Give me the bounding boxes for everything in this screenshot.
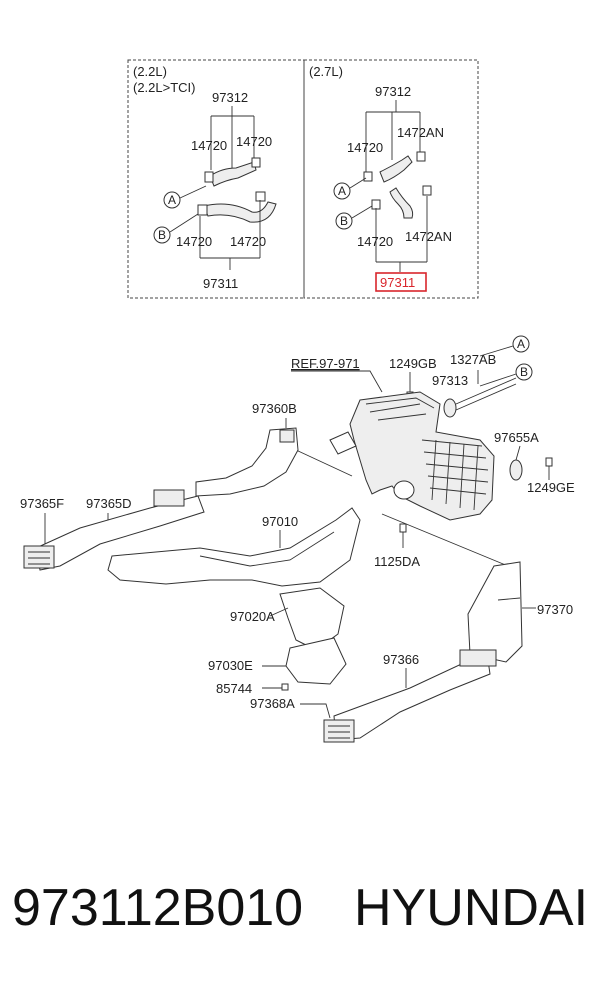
marker-b-label: B [158, 228, 166, 242]
marker-a-label-main: A [517, 337, 525, 351]
clip-icon [251, 157, 261, 168]
marker-a-icon [333, 182, 351, 200]
duct-97366 [333, 659, 491, 741]
marker-a-icon [512, 335, 530, 353]
clip-icon [416, 151, 426, 162]
marker-a-label-right: A [338, 184, 346, 198]
hvac-unit [349, 391, 495, 521]
grommet-97313-icon [443, 398, 457, 418]
label-97360b: 97360B [252, 401, 297, 416]
highlight-box [375, 272, 427, 292]
clip-label-14720-tr: 14720 [236, 134, 272, 149]
variant-label-2-2l: (2.2L) [133, 64, 167, 79]
caption: 973112B010 HYUNDAI [0, 878, 600, 948]
hose-lower-left [203, 201, 277, 223]
label-97370: 97370 [537, 602, 573, 617]
part-label-97312-left: 97312 [212, 90, 248, 105]
ref-label: REF.97-971 [291, 356, 360, 371]
vent-97368a [323, 719, 355, 743]
clip-icon [197, 204, 208, 216]
screw-icon [545, 457, 553, 467]
part-label-97312-right: 97312 [375, 84, 411, 99]
clip-label-14720-tl: 14720 [191, 138, 227, 153]
label-97365d: 97365D [86, 496, 132, 511]
duct-97010 [107, 507, 361, 587]
marker-b-label-main: B [520, 365, 528, 379]
part-label-97311-left: 97311 [203, 276, 238, 291]
clip-icon [363, 171, 373, 182]
label-1125da: 1125DA [374, 554, 420, 569]
label-97655a: 97655A [494, 430, 539, 445]
hose-lower-right [389, 187, 414, 219]
marker-b-icon [335, 212, 353, 230]
duct-97360b [195, 427, 299, 497]
gasket-97655a-icon [509, 459, 523, 481]
clip-label-1472an-tr: 1472AN [397, 125, 444, 140]
clip-icon [255, 191, 266, 202]
duct-connector [329, 431, 357, 455]
marker-a-icon [163, 191, 181, 209]
label-97313: 97313 [432, 373, 468, 388]
vent-97365f [23, 545, 55, 569]
hose-upper-right [379, 155, 413, 183]
clip-label-14720-bl-right: 14720 [357, 234, 393, 249]
duct-97030e [285, 637, 347, 685]
duct-97370 [467, 561, 523, 663]
label-97020a: 97020A [230, 609, 275, 624]
label-97366: 97366 [383, 652, 419, 667]
marker-a-label: A [168, 193, 176, 207]
variant-label-2-7l: (2.7L) [309, 64, 343, 79]
brand-name: HYUNDAI [354, 879, 589, 937]
variant-label-2-2l-tci: (2.2L>TCI) [133, 80, 196, 95]
part-label-97311-highlighted: 97311 [380, 275, 415, 290]
hose-upper-left [209, 161, 257, 187]
part-number: 973112B010 [12, 879, 304, 937]
label-1327ab: 1327AB [450, 352, 496, 367]
clip-icon [422, 185, 432, 196]
label-97010: 97010 [262, 514, 298, 529]
marker-b-icon [515, 363, 533, 381]
label-85744: 85744 [216, 681, 252, 696]
duct-outlet [279, 429, 295, 443]
marker-b-icon [153, 226, 171, 244]
variant-box-right: (2.7L) 97312 14720 1472AN A B 14720 1472… [303, 59, 479, 299]
screw-icon [399, 523, 407, 533]
marker-b-label-right: B [340, 214, 348, 228]
blower-motor-icon [393, 480, 415, 500]
variant-box-left: (2.2L) (2.2L>TCI) 97312 14720 14720 A B … [127, 59, 305, 299]
clip-label-14720-bl: 14720 [176, 234, 212, 249]
clip-icon [371, 199, 381, 210]
vent-outlet [153, 489, 185, 507]
label-1249gb: 1249GB [389, 356, 437, 371]
main-assembly: REF.97-971 1249GB 1327AB 97313 A B 97655… [20, 335, 575, 743]
clip-label-1472an-br: 1472AN [405, 229, 452, 244]
clip-icon [204, 171, 214, 183]
vent-outlet [459, 649, 497, 667]
label-97365f: 97365F [20, 496, 64, 511]
clip-icon [281, 683, 289, 691]
label-97368a: 97368A [250, 696, 295, 711]
clip-label-14720-br: 14720 [230, 234, 266, 249]
label-97030e: 97030E [208, 658, 253, 673]
label-1249ge: 1249GE [527, 480, 575, 495]
clip-label-14720-tl-right: 14720 [347, 140, 383, 155]
